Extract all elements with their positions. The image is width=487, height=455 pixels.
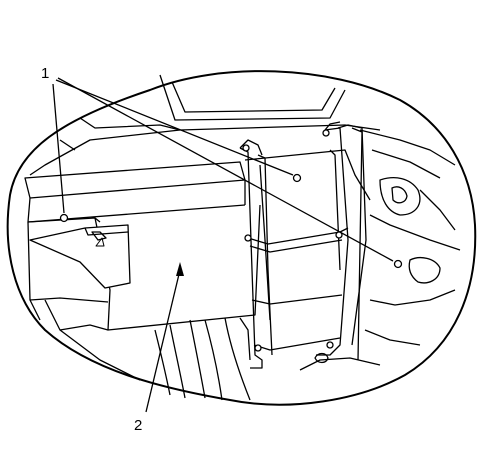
leader-1c (57, 77, 394, 262)
bolt-markers (59, 129, 403, 352)
vignette-outline (6, 70, 477, 406)
leader-2 (145, 269, 181, 413)
bolt-left (59, 213, 69, 223)
bolt-right (393, 259, 403, 269)
leader-1b (55, 79, 294, 176)
leader-1a (52, 83, 65, 214)
callout-leaders (52, 77, 394, 413)
bolt-center (292, 173, 302, 183)
leader-2-arrowhead (176, 262, 184, 276)
callout-label-1: 1 (41, 65, 49, 82)
machine-linework (24, 74, 461, 401)
callout-label-2: 2 (134, 417, 142, 434)
